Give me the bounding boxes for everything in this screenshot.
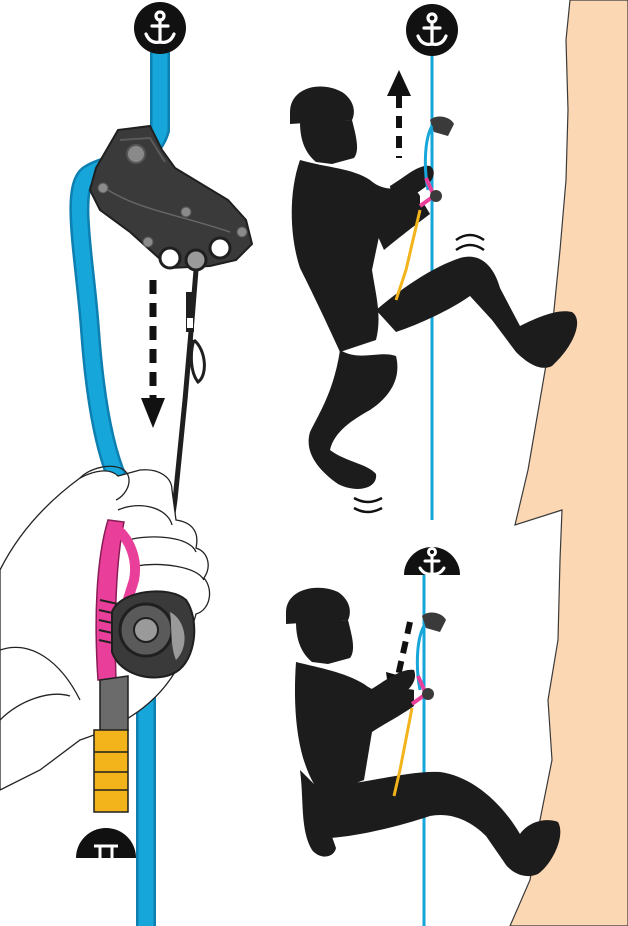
anchor-badge-left bbox=[134, 2, 186, 54]
device-hole-1 bbox=[160, 248, 180, 268]
anchor-badge-right-top bbox=[406, 4, 458, 56]
device-hole-3 bbox=[210, 238, 230, 258]
rope-clamp-device bbox=[90, 126, 252, 270]
climber-ascending bbox=[290, 86, 577, 488]
device-hole-2 bbox=[186, 250, 206, 270]
arrow-up-icon bbox=[387, 70, 411, 158]
arrow-down-icon bbox=[141, 280, 165, 428]
anchor-badge-right-bottom bbox=[404, 547, 460, 575]
rock-wall bbox=[510, 0, 628, 926]
device-bolt-top bbox=[127, 145, 145, 163]
rock-wall-face bbox=[510, 0, 628, 926]
pulley-device bbox=[112, 591, 194, 677]
harness-badge bbox=[76, 828, 136, 858]
